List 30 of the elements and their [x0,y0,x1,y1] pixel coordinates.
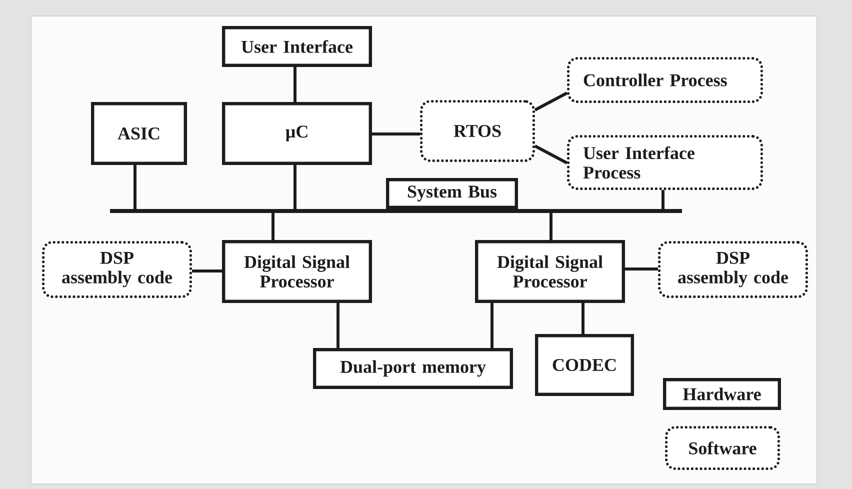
hardware-box: Dual-port memory [313,348,513,389]
hardware-box: ASIC [91,102,187,165]
legend-key: Software [665,426,780,470]
software-box: DSP assembly code [42,241,192,298]
connector-line [336,303,340,348]
hardware-box: User Interface [222,26,372,67]
software-box: RTOS [420,100,535,162]
hardware-box: µC [222,102,372,165]
connector-line [662,190,664,209]
connector-line [534,92,568,112]
connector-line [192,270,222,272]
connector-line [625,268,658,270]
connector-line [534,144,568,164]
connector-line [294,165,296,209]
connector-line [582,303,584,334]
connector-line [490,303,494,348]
bus-label-box: System Bus [386,178,518,209]
hardware-box: Digital Signal Processor [222,240,372,303]
software-box: DSP assembly code [658,241,808,298]
hardware-box: Digital Signal Processor [475,240,625,303]
connector-line [294,67,296,102]
connector-line [134,165,136,209]
legend-key: Hardware [663,378,781,410]
connector-line [272,213,274,240]
software-box: Controller Process [567,57,763,103]
bus-bar [110,209,682,213]
connector-line [372,132,420,136]
hardware-box: CODEC [535,334,634,396]
connector-line [550,213,552,240]
software-box: User Interface Process [567,135,763,190]
